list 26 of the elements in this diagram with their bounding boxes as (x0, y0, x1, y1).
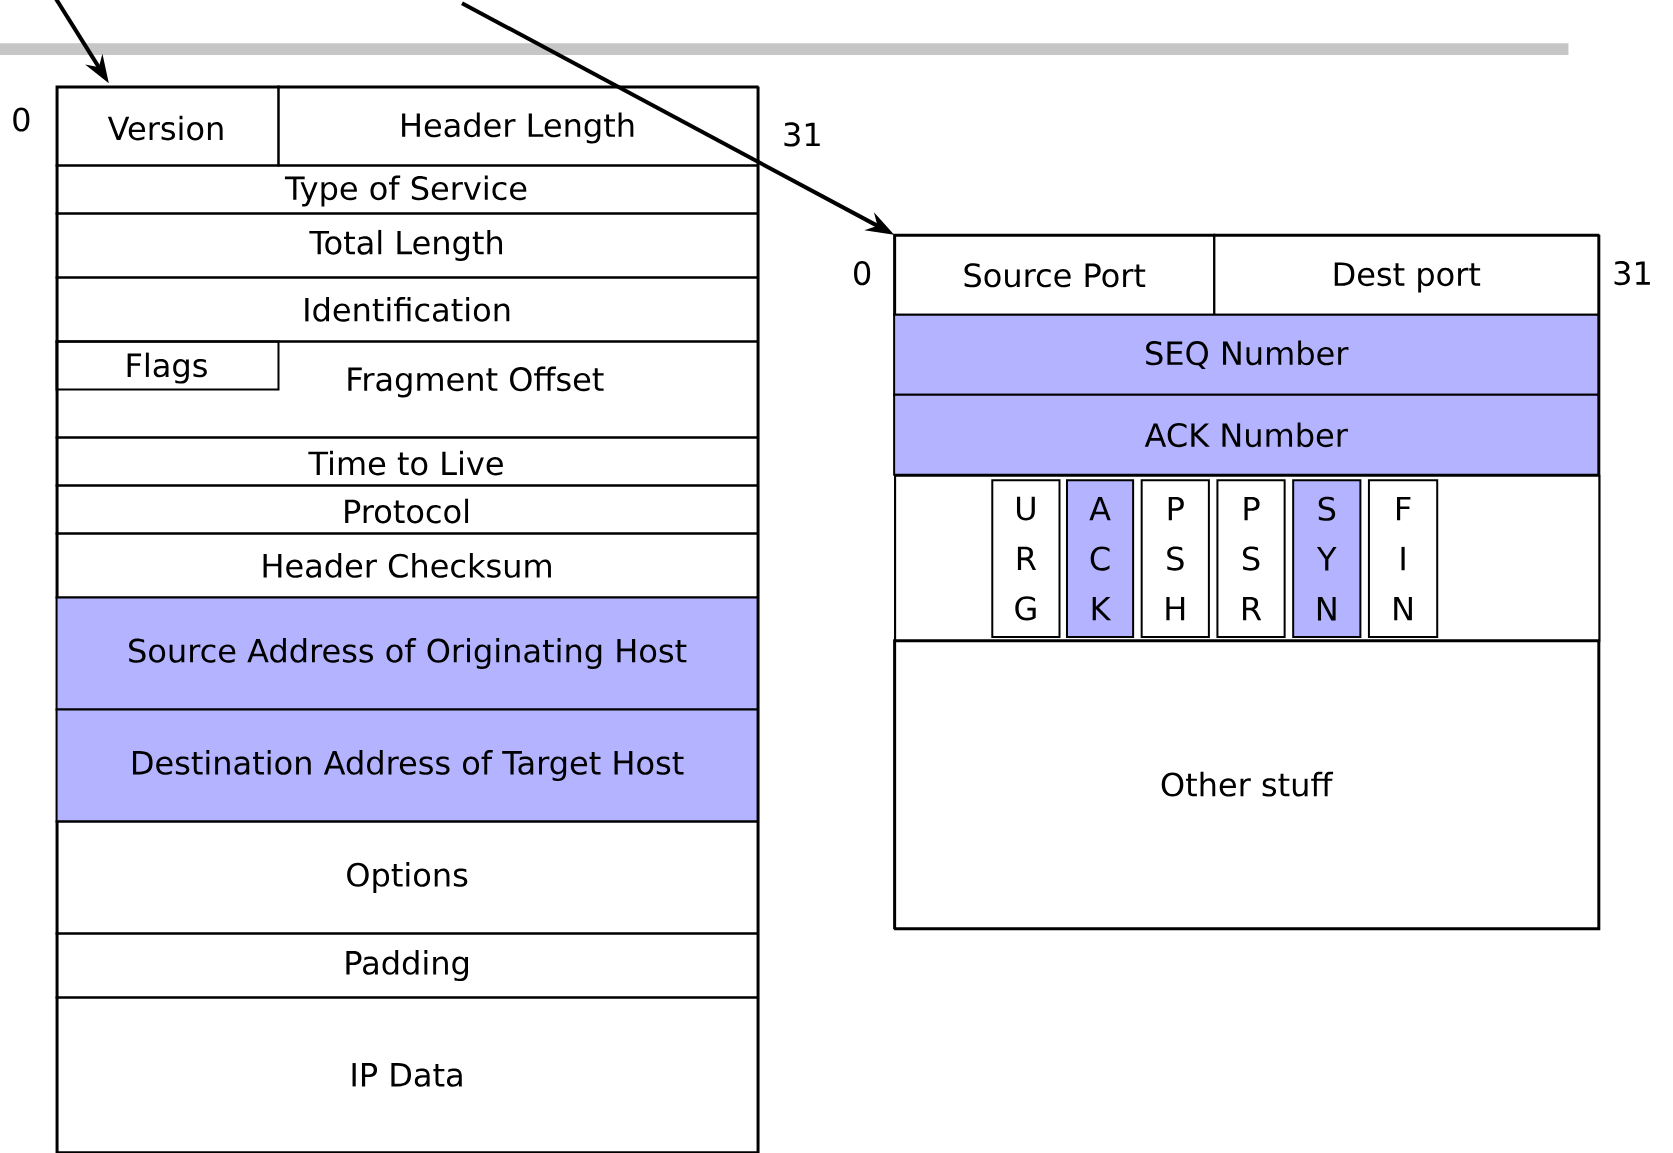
bit-number: 31 (784, 122, 820, 147)
field-cell: Protocol (55, 484, 759, 535)
field-cell: Total Length (55, 212, 759, 279)
field-cell: Flags (55, 340, 280, 391)
field-cell: Time to Live (55, 436, 759, 487)
flag-cell: F I N (1367, 478, 1439, 638)
flag-cell: A C K (1066, 478, 1135, 638)
bit-number: 0 (854, 260, 871, 286)
field-cell: Options (55, 820, 759, 935)
flag-cell: U R G (991, 478, 1061, 638)
field-cell: Header Length (277, 85, 759, 167)
field-cell: SEQ Number (893, 313, 1600, 396)
field-cell: Other stuff (893, 639, 1600, 930)
flag-cell: P S H (1140, 478, 1210, 638)
field-cell: Source Address of Originating Host (55, 596, 759, 711)
field-cell: Type of Service (55, 164, 759, 215)
flag-cell: S Y N (1292, 478, 1362, 638)
field-cell: ACK Number (893, 393, 1600, 476)
bit-number: 31 (1614, 260, 1650, 286)
bit-number: 0 (13, 107, 30, 132)
field-cell: Version (55, 85, 280, 167)
field-cell: Identification (55, 276, 759, 343)
field-cell: Padding (55, 932, 759, 999)
field-cell: Destination Address of Target Host (55, 708, 759, 823)
flag-cell: P S R (1216, 478, 1286, 638)
field-cell: IP Data (55, 996, 759, 1153)
